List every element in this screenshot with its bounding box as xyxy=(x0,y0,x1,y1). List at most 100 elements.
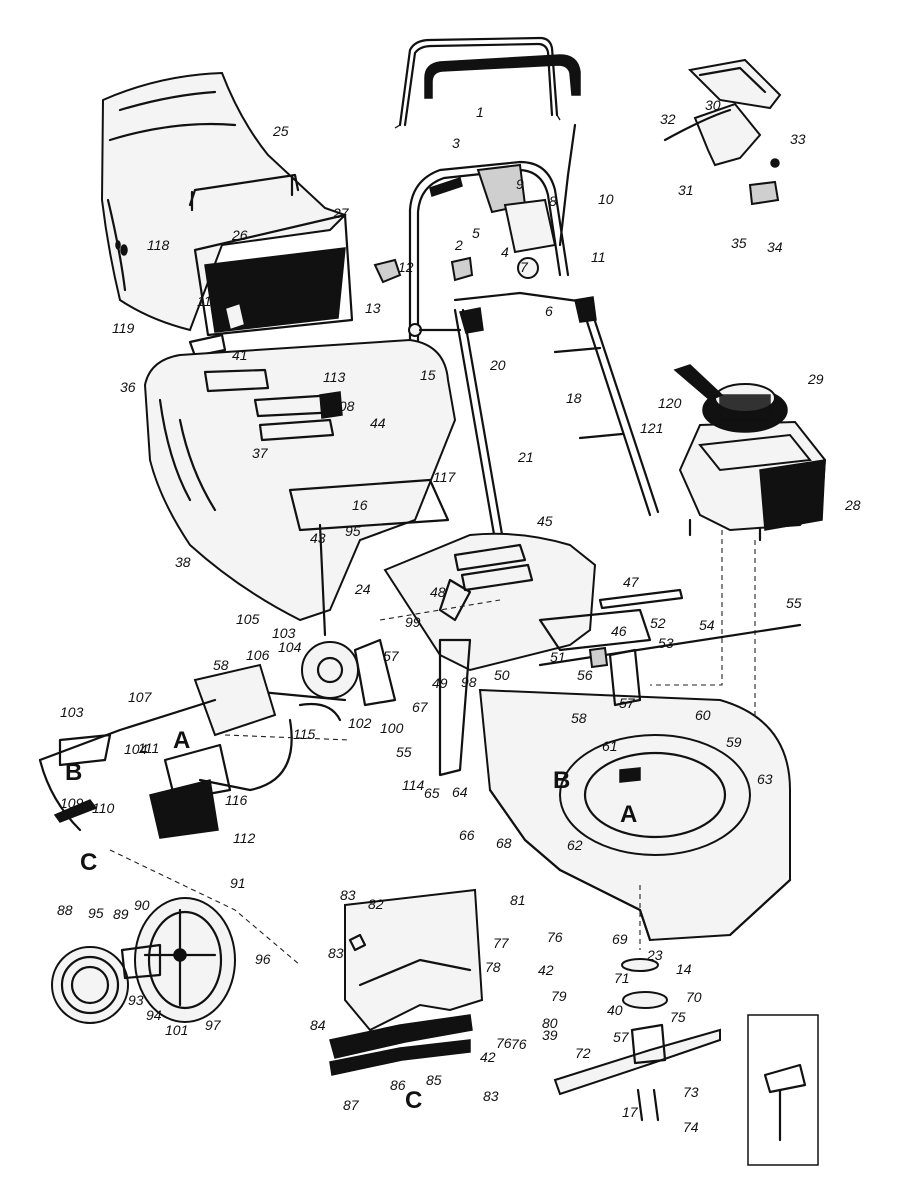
part-number-label: 1 xyxy=(476,104,484,120)
part-number-label: 85 xyxy=(426,1072,442,1088)
part-number-label: 101 xyxy=(165,1022,188,1038)
part-number-label: 65 xyxy=(424,785,440,801)
part-number-label: 53 xyxy=(658,635,674,651)
part-number-label: 64 xyxy=(452,784,468,800)
part-number-label: 88 xyxy=(57,902,73,918)
part-number-label: 57 xyxy=(383,648,400,664)
part-number-label: 103 xyxy=(272,625,296,641)
assembly-guide-lines xyxy=(109,530,756,966)
part-number-label: 110 xyxy=(92,800,115,816)
part-number-label: 76 xyxy=(511,1036,527,1052)
part-number-label: 83 xyxy=(340,887,356,903)
letter-marker: B xyxy=(553,767,570,794)
part-number-label: 20 xyxy=(489,357,506,373)
part-number-label: 102 xyxy=(348,715,372,731)
part-number-label: 15 xyxy=(420,367,436,383)
part-number-label: 95 xyxy=(345,523,361,539)
part-number-label: 120 xyxy=(658,395,682,411)
throttle-control-parts xyxy=(663,58,782,206)
part-number-label: 28 xyxy=(844,497,861,513)
part-number-label: 109 xyxy=(60,795,84,811)
part-number-label: 45 xyxy=(537,513,553,529)
letter-marker: C xyxy=(80,849,97,876)
part-number-label: 78 xyxy=(485,959,501,975)
part-number-label: 3 xyxy=(452,135,460,151)
part-number-label: 71 xyxy=(614,970,630,986)
part-number-label: 10 xyxy=(598,191,614,207)
part-number-label: 68 xyxy=(496,835,512,851)
part-number-label: 104 xyxy=(278,639,302,655)
part-number-label: 21 xyxy=(517,449,534,465)
part-number-label: 50 xyxy=(494,667,510,683)
part-number-label: 72 xyxy=(575,1045,591,1061)
part-number-label: 56 xyxy=(577,667,593,683)
part-number-label: 107 xyxy=(128,689,153,705)
letter-marker: C xyxy=(405,1087,422,1114)
part-number-label: 51 xyxy=(550,649,566,665)
wheel-assembly xyxy=(51,897,236,1024)
part-number-label: 59 xyxy=(726,734,742,750)
drive-axle xyxy=(38,578,802,839)
part-number-label: 42 xyxy=(538,962,554,978)
part-number-label: 111 xyxy=(138,740,159,756)
part-number-label: 117 xyxy=(197,293,221,309)
part-number-label: 114 xyxy=(402,777,425,793)
part-number-label: 98 xyxy=(461,674,477,690)
engine xyxy=(673,364,827,542)
part-number-label: 8 xyxy=(549,193,557,209)
part-number-label: 32 xyxy=(660,111,676,127)
part-number-label: 82 xyxy=(368,896,384,912)
part-number-label: 58 xyxy=(571,710,587,726)
part-number-label: 119 xyxy=(112,320,135,336)
reference-letters: A A B B C C xyxy=(65,727,637,1114)
part-number-label: 74 xyxy=(683,1119,699,1135)
part-number-label: 83 xyxy=(328,945,344,961)
part-number-label: 99 xyxy=(405,614,421,630)
part-number-label: 70 xyxy=(686,989,702,1005)
part-number-label: 17 xyxy=(622,1104,639,1120)
part-number-label: 55 xyxy=(396,744,412,760)
part-number-label: 47 xyxy=(623,574,640,590)
part-number-label: 84 xyxy=(310,1017,326,1033)
part-number-label: 44 xyxy=(370,415,386,431)
part-number-label: 7 xyxy=(520,259,529,275)
part-number-label: 34 xyxy=(767,239,783,255)
part-number-label: 73 xyxy=(683,1084,699,1100)
part-number-label: 54 xyxy=(699,617,715,633)
part-number-label: 48 xyxy=(430,584,446,600)
part-number-label: 9 xyxy=(516,176,524,192)
part-number-label: 43 xyxy=(310,530,326,546)
part-number-label: 33 xyxy=(790,131,806,147)
part-number-label: 103 xyxy=(60,704,84,720)
part-number-label: 76 xyxy=(547,929,563,945)
part-number-label: 89 xyxy=(113,906,129,922)
part-number-label: 105 xyxy=(236,611,260,627)
part-number-label: 62 xyxy=(567,837,583,853)
part-number-label: 66 xyxy=(459,827,475,843)
part-number-label: 106 xyxy=(246,647,270,663)
part-number-label: 108 xyxy=(331,398,355,414)
part-number-label: 12 xyxy=(398,259,414,275)
part-number-label: 42 xyxy=(480,1049,496,1065)
part-number-label: 83 xyxy=(483,1088,499,1104)
part-number-label: 104 xyxy=(124,741,148,757)
part-number-label: 81 xyxy=(510,892,526,908)
part-number-label: 86 xyxy=(390,1077,406,1093)
letter-marker: A xyxy=(620,801,637,828)
part-number-label: 11 xyxy=(591,249,606,265)
grass-catcher-bag xyxy=(100,71,354,358)
letter-marker: B xyxy=(65,759,82,786)
part-number-label: 80 xyxy=(542,1015,558,1031)
part-number-label: 61 xyxy=(602,738,618,754)
part-number-label: 115 xyxy=(293,726,316,742)
part-number-label: 90 xyxy=(134,897,150,913)
part-number-label: 117 xyxy=(433,469,457,485)
part-number-label: 13 xyxy=(365,300,381,316)
part-number-label: 91 xyxy=(230,875,246,891)
part-number-label: 95 xyxy=(88,905,104,921)
part-number-label: 39 xyxy=(542,1027,558,1043)
part-number-label: 67 xyxy=(412,699,429,715)
part-number-label: 2 xyxy=(454,237,463,253)
handle-assembly xyxy=(373,36,660,542)
part-number-label: 30 xyxy=(705,97,721,113)
